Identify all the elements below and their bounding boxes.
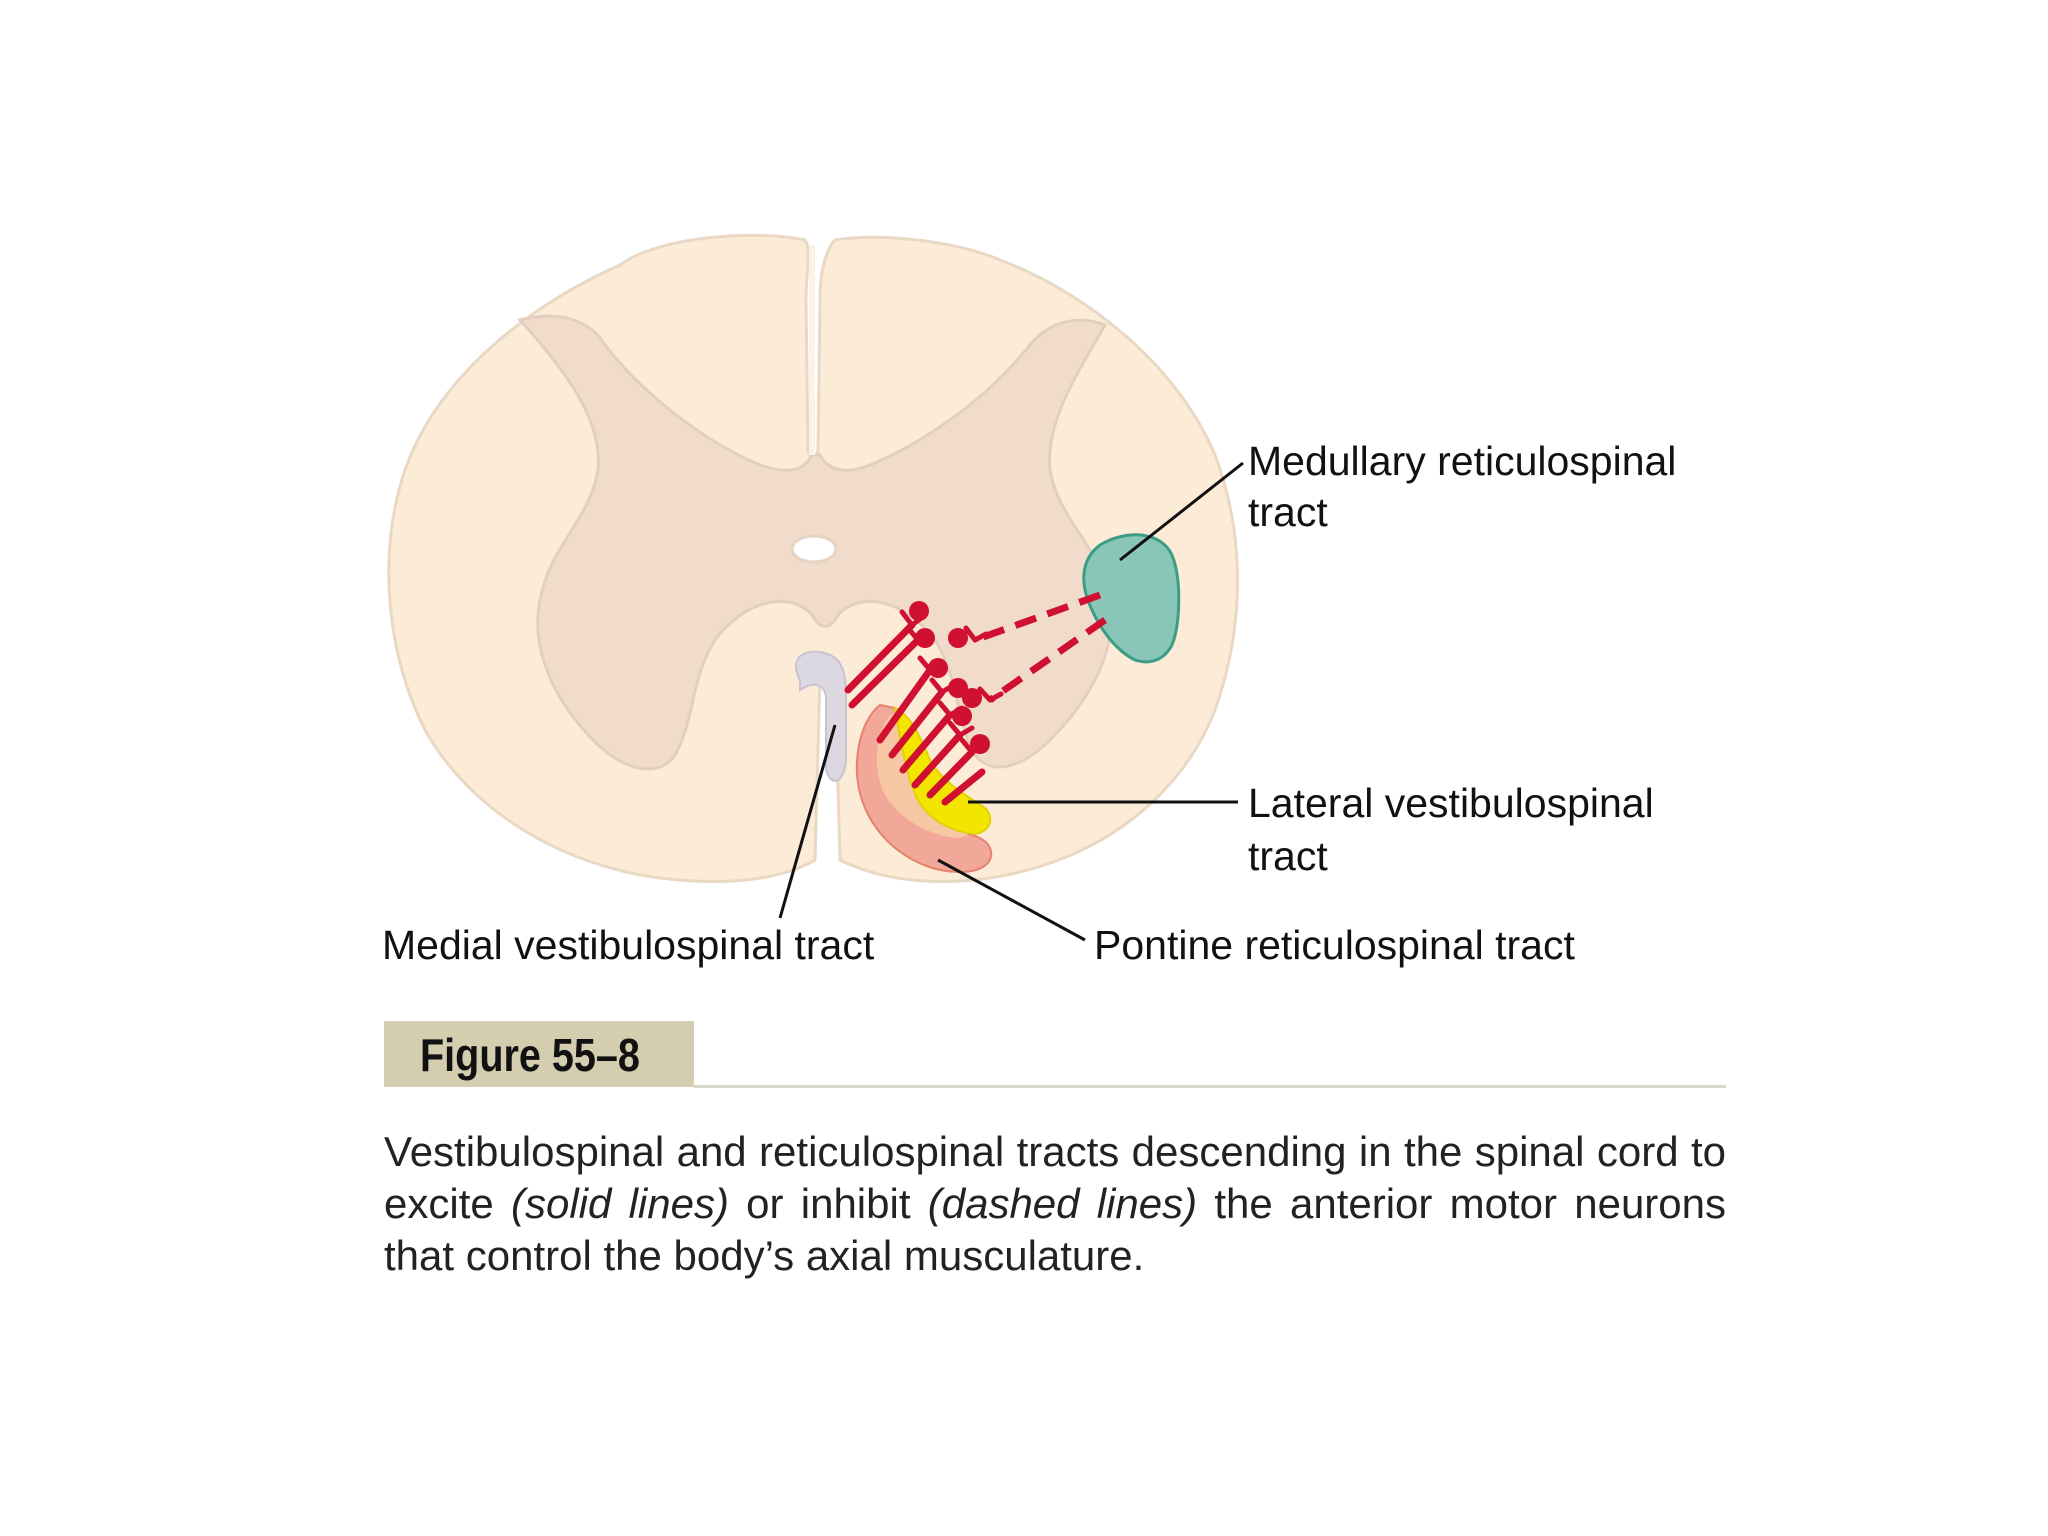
neuron-body xyxy=(948,628,968,648)
excitatory-fiber-3 xyxy=(876,666,934,744)
leader-medullary xyxy=(1119,461,1244,562)
excitatory-fiber-7 xyxy=(926,748,976,799)
caption-part-2: or inhibit xyxy=(728,1180,928,1227)
neuron-body xyxy=(915,628,935,648)
neuron-body xyxy=(962,688,982,708)
inhibitory-fiber-1 xyxy=(973,591,1102,644)
caption-part-1: Vestibulospinal and reticulospinal tract… xyxy=(384,1128,1726,1227)
leader-lines xyxy=(778,461,1244,942)
excitatory-fiber-4 xyxy=(888,688,946,759)
neuron-body xyxy=(948,678,968,698)
figure-number-tab: Figure 55–8 xyxy=(384,1021,694,1087)
label-lateral-vestibulospinal-line2: tract xyxy=(1248,833,1328,879)
medial-vestibulospinal-tract-area xyxy=(795,650,847,782)
label-medial-vestibulospinal: Medial vestibulospinal tract xyxy=(382,922,875,968)
excitatory-fiber-5 xyxy=(899,711,954,774)
excitatory-fiber-6 xyxy=(911,731,964,789)
caption-dashed-lines: (dashed lines) xyxy=(927,1180,1198,1227)
leader-pontine xyxy=(937,858,1086,942)
neuron-body xyxy=(928,658,948,678)
excitatory-fiber-8 xyxy=(941,768,986,806)
label-medullary-reticulospinal-line2: tract xyxy=(1248,489,1328,535)
central-canal xyxy=(790,534,838,564)
caption-solid-lines: (solid lines) xyxy=(510,1180,729,1227)
inhibitory-fibers xyxy=(973,591,1107,703)
figure-caption: Vestibulospinal and reticulospinal tract… xyxy=(384,1126,1726,1282)
label-pontine-reticulospinal: Pontine reticulospinal tract xyxy=(1094,922,1575,968)
caption-part-3: the anterior motor neurons that control … xyxy=(384,1180,1727,1279)
label-lateral-vestibulospinal-line1: Lateral vestibulospinal xyxy=(1248,780,1654,826)
excitatory-fiber-2 xyxy=(848,636,922,709)
inhibitory-fiber-2 xyxy=(988,617,1107,703)
motor-neuron-bodies xyxy=(909,601,990,754)
medullary-reticulospinal-tract-area xyxy=(1082,533,1181,664)
figure-number: Figure 55–8 xyxy=(420,1029,640,1081)
leader-medial xyxy=(778,724,837,919)
excitatory-fiber-1 xyxy=(844,621,916,694)
neuron-body xyxy=(970,734,990,754)
excitatory-fibers xyxy=(844,621,986,806)
lateral-vestibulospinal-tract-area xyxy=(893,706,992,836)
neuron-body xyxy=(909,601,929,621)
label-medullary-reticulospinal-line1: Medullary reticulospinal xyxy=(1248,438,1677,484)
neuron-body xyxy=(952,706,972,726)
figure-divider xyxy=(694,1085,1726,1088)
